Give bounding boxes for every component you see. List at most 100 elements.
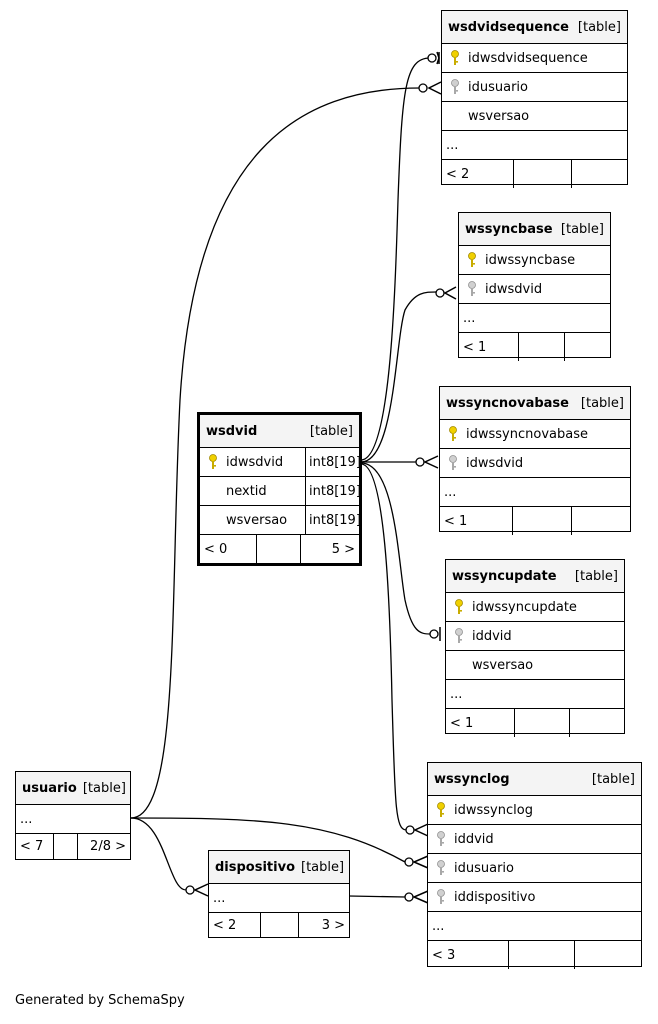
column-type: int8[19]	[305, 477, 361, 505]
footer-parents[interactable]: < 2	[209, 913, 261, 937]
column-row[interactable]: iddvid	[428, 825, 641, 854]
column-row[interactable]: idwssyncbase	[459, 246, 610, 275]
more-columns: ...	[428, 912, 641, 941]
footer-middle	[515, 709, 570, 737]
footer-children[interactable]	[572, 507, 630, 535]
column-row[interactable]: nextid int8[19]	[200, 477, 361, 506]
table-header: dispositivo [table]	[209, 851, 349, 884]
footer-parents[interactable]: < 1	[440, 507, 513, 535]
column-name: wsversao	[468, 108, 530, 124]
column-row[interactable]: wsversao int8[19]	[200, 506, 361, 535]
column-row[interactable]: idusuario	[428, 854, 641, 883]
primary-key-icon	[442, 50, 468, 66]
table-footer: < 2 3 >	[209, 913, 349, 937]
more-columns: ...	[209, 884, 349, 913]
footer-parents[interactable]: < 0	[200, 535, 257, 563]
column-row[interactable]: wsversao	[442, 102, 627, 131]
footer-middle	[519, 333, 565, 361]
table-header: wssyncbase [table]	[459, 213, 610, 246]
table-name: wsdvid	[206, 423, 258, 439]
foreign-key-icon	[459, 281, 485, 297]
column-name: idwsdvid	[226, 454, 284, 470]
footer-parents[interactable]: < 1	[446, 709, 515, 737]
column-row[interactable]: iddvid	[446, 622, 624, 651]
column-row[interactable]: idwssyncupdate	[446, 593, 624, 622]
column-row[interactable]: idwsdvid	[440, 449, 630, 478]
table-kind: [table]	[82, 780, 126, 796]
column-row[interactable]: wsversao	[446, 651, 624, 680]
column-name: idusuario	[468, 79, 528, 95]
column-row[interactable]: idusuario	[442, 73, 627, 102]
column-name: idwssyncupdate	[472, 599, 577, 615]
column-row[interactable]: idwsdvid	[459, 275, 610, 304]
table-name: wssynclog	[434, 771, 510, 787]
more-columns: ...	[459, 304, 610, 333]
table-wssynclog[interactable]: wssynclog [table] idwssynclog iddvid idu…	[427, 762, 642, 969]
table-wssyncupdate[interactable]: wssyncupdate [table] idwssyncupdate iddv…	[445, 559, 625, 737]
table-kind: [table]	[301, 859, 345, 875]
footer-middle	[514, 160, 572, 188]
foreign-key-icon	[428, 831, 454, 847]
footer-middle	[513, 507, 572, 535]
edge-wsdvid-wssyncbase	[360, 291, 437, 463]
edge-wsdvid-wssyncupdate	[360, 462, 431, 635]
footer-middle	[261, 913, 299, 937]
edge-dispositivo-wssynclog	[348, 895, 406, 898]
column-name: nextid	[226, 483, 267, 499]
edge-wsdvid-wssynclog	[360, 463, 407, 831]
foreign-key-icon	[442, 79, 468, 95]
table-header: wsdvid [table]	[200, 415, 359, 448]
table-kind: [table]	[577, 19, 621, 35]
table-kind: [table]	[560, 221, 604, 237]
table-header: wssyncnovabase [table]	[440, 387, 630, 420]
table-footer: < 1	[459, 333, 610, 361]
table-name: wsdvidsequence	[448, 19, 569, 35]
table-name: dispositivo	[215, 859, 296, 875]
footer-children[interactable]	[575, 941, 641, 969]
table-footer: < 7 2/8 >	[16, 834, 130, 859]
column-name: idwssyncnovabase	[466, 426, 588, 442]
foreign-key-icon	[440, 455, 466, 471]
footer-children[interactable]	[570, 709, 624, 737]
column-row[interactable]: idwssynclog	[428, 796, 641, 825]
table-usuario[interactable]: usuario [table] ... < 7 2/8 >	[15, 771, 131, 860]
primary-key-icon	[446, 599, 472, 615]
edge-wsdvid-wsdvidsequence	[360, 57, 431, 461]
footer-children[interactable]	[565, 333, 610, 361]
table-kind: [table]	[591, 771, 635, 787]
table-wsdvidsequence[interactable]: wsdvidsequence [table] idwsdvidsequence …	[441, 10, 628, 188]
footer-children[interactable]	[572, 160, 627, 188]
footer-parents[interactable]: < 1	[459, 333, 519, 361]
footer-parents[interactable]: < 2	[442, 160, 514, 188]
table-dispositivo[interactable]: dispositivo [table] ... < 2 3 >	[208, 850, 350, 938]
column-name: wsversao	[472, 657, 534, 673]
table-wssyncnovabase[interactable]: wssyncnovabase [table] idwssyncnovabase …	[439, 386, 631, 535]
table-header: wssynclog [table]	[428, 763, 641, 796]
more-columns: ...	[440, 478, 630, 507]
table-wssyncbase[interactable]: wssyncbase [table] idwssyncbase idwsdvid…	[458, 212, 611, 361]
footer-parents[interactable]: < 3	[428, 941, 509, 969]
table-footer: < 1	[446, 709, 624, 737]
table-kind: [table]	[574, 568, 618, 584]
column-name: iddispositivo	[454, 889, 536, 905]
foreign-key-icon	[428, 860, 454, 876]
column-row[interactable]: idwsdvidsequence	[442, 44, 627, 73]
column-name: iddvid	[454, 831, 494, 847]
table-kind: [table]	[580, 395, 624, 411]
footer-children[interactable]: 3 >	[321, 917, 345, 933]
column-type: int8[19]	[305, 506, 361, 534]
footer-children[interactable]: 2/8 >	[90, 839, 126, 854]
table-footer: < 0 5 >	[200, 535, 359, 563]
column-name: iddvid	[472, 628, 512, 644]
table-wsdvid[interactable]: wsdvid [table] idwsdvid int8[19] nextid …	[197, 412, 362, 566]
primary-key-icon	[459, 252, 485, 268]
table-name: wssyncbase	[465, 221, 553, 237]
column-row[interactable]: idwsdvid int8[19]	[200, 448, 361, 477]
table-header: wsdvidsequence [table]	[442, 11, 627, 44]
column-name: idwsdvidsequence	[468, 50, 588, 66]
column-row[interactable]: idwssyncnovabase	[440, 420, 630, 449]
footer-parents[interactable]: < 7	[16, 834, 54, 859]
column-row[interactable]: iddispositivo	[428, 883, 641, 912]
footer-children[interactable]: 5 >	[331, 541, 355, 557]
table-header: wssyncupdate [table]	[446, 560, 624, 593]
